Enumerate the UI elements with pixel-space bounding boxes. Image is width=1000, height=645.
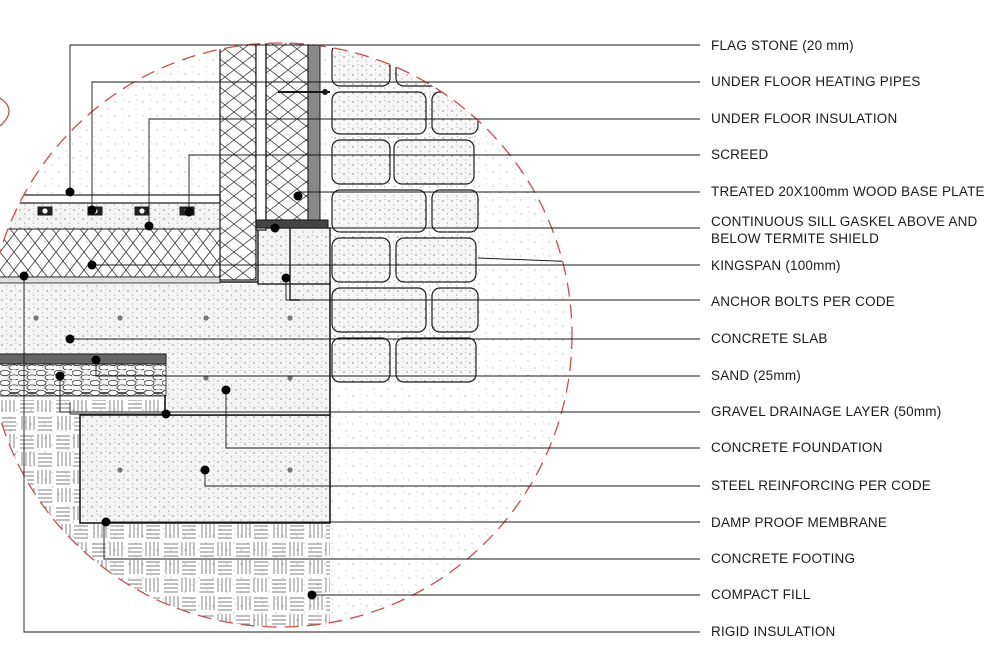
label-screed: SCREED — [711, 147, 769, 162]
label-concrete-slab: CONCRETE SLAB — [711, 331, 828, 346]
label-under-floor-heating-pipes: UNDER FLOOR HEATING PIPES — [711, 74, 921, 89]
label-sand: SAND (25mm) — [711, 368, 801, 383]
label-damp-proof-membrane: DAMP PROOF MEMBRANE — [711, 515, 888, 530]
label-anchor-bolts: ANCHOR BOLTS PER CODE — [711, 294, 895, 309]
label-steel-reinforcing: STEEL REINFORCING PER CODE — [711, 478, 931, 493]
label-gravel-drainage-layer: GRAVEL DRAINAGE LAYER (50mm) — [711, 404, 942, 419]
label-rigid-insulation: RIGID INSULATION — [711, 624, 836, 639]
label-kingspan: KINGSPAN (100mm) — [711, 258, 841, 273]
label-wood-base-plate: TREATED 20X100mm WOOD BASE PLATE — [711, 184, 985, 199]
label-concrete-foundation: CONCRETE FOUNDATION — [711, 440, 883, 455]
label-flag-stone: FLAG STONE (20 mm) — [711, 38, 854, 53]
label-sill-gasket: CONTINUOUS SILL GASKEL ABOVE AND BELOW T… — [711, 214, 978, 246]
label-compact-fill: COMPACT FILL — [711, 587, 811, 602]
label-under-floor-insulation: UNDER FLOOR INSULATION — [711, 111, 898, 126]
label-concrete-footing: CONCRETE FOOTING — [711, 551, 856, 566]
